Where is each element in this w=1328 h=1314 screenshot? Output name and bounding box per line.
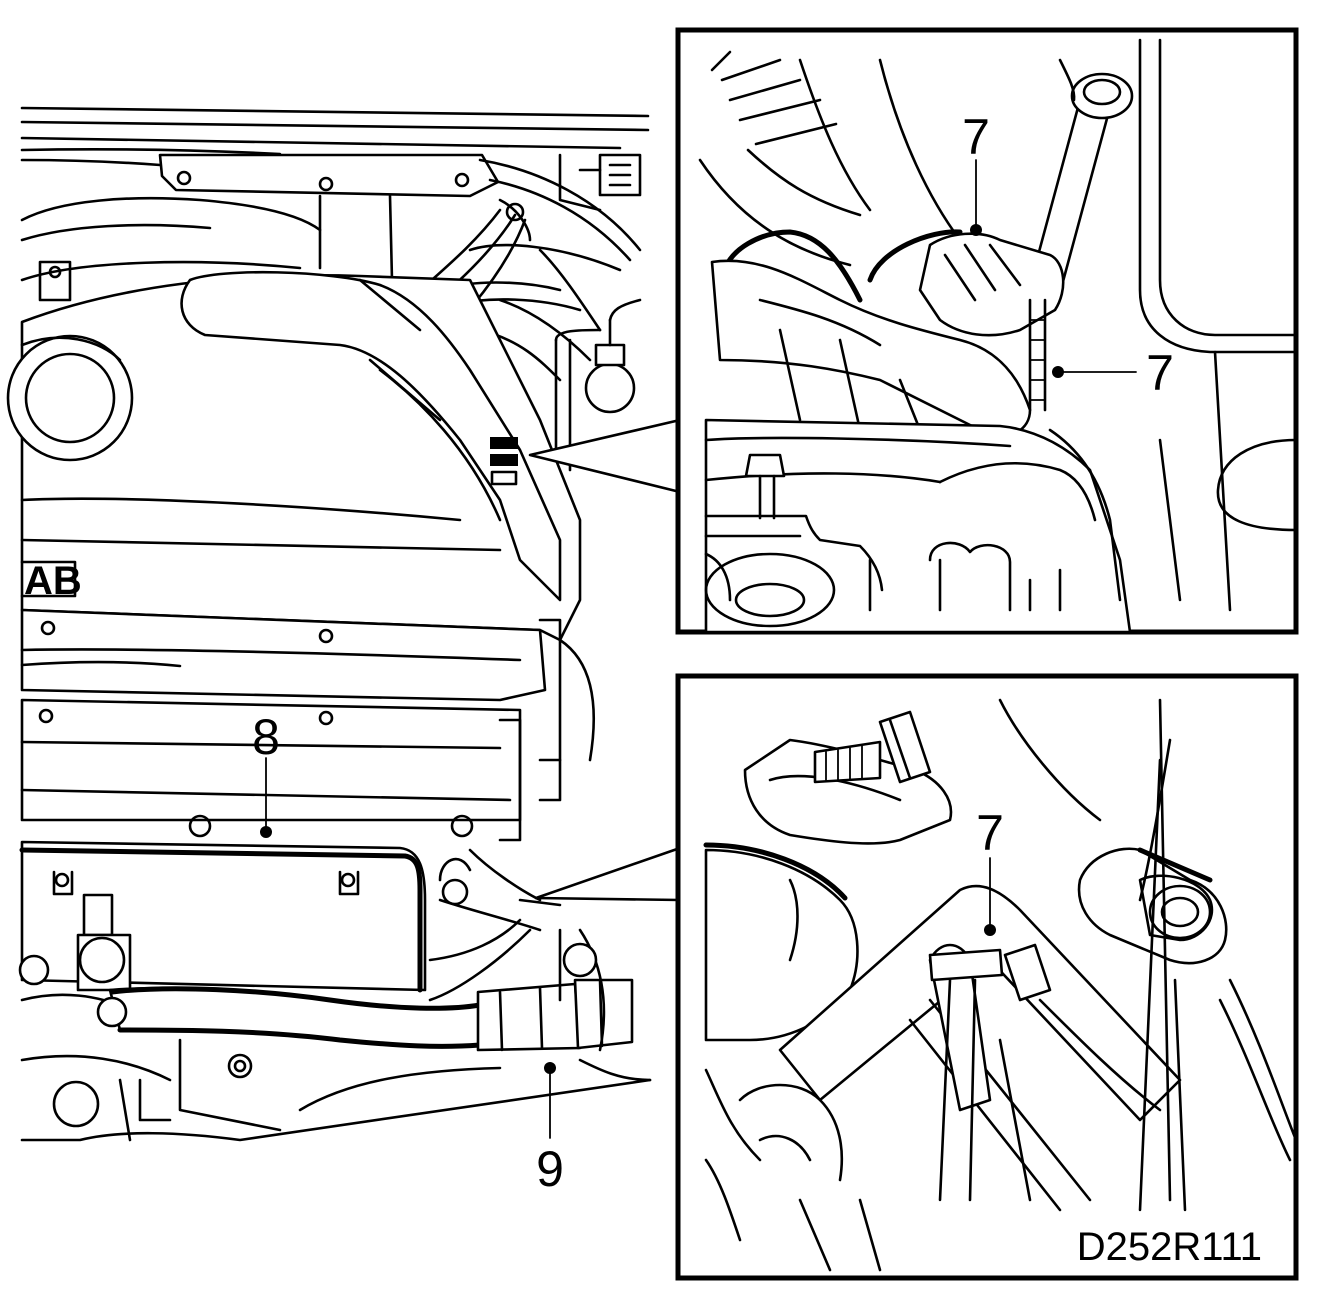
- inset-top-drawing: [698, 38, 1298, 634]
- callout-7-bottom: 7: [976, 805, 1004, 861]
- left-structure: [20, 196, 322, 302]
- engine-cover: [6, 270, 582, 642]
- bonnet-edges: [20, 106, 650, 167]
- inset-pointers: [528, 418, 682, 902]
- inset-top-leaders: [970, 159, 1137, 378]
- callout-7-top: 7: [962, 109, 990, 165]
- main-engine-view: AB: [6, 106, 652, 1197]
- callout-9: 9: [536, 1141, 564, 1197]
- lower-engine-area: [20, 848, 652, 1142]
- logo-text: AB: [24, 559, 82, 603]
- inset-bottom: 7 D252R111: [675, 673, 1299, 1281]
- logo-strip: AB: [20, 559, 82, 603]
- callout-8: 8: [252, 709, 280, 765]
- coolant-hose: [96, 978, 634, 1052]
- sensor-connector: [18, 893, 132, 1012]
- cam-cover: [20, 608, 596, 842]
- inset-bottom-leaders: [984, 857, 996, 936]
- inset-bottom-drawing: [703, 698, 1298, 1272]
- inset-top: 7 7: [675, 27, 1299, 635]
- bracket-bar: [158, 153, 500, 282]
- callout-7-right: 7: [1146, 345, 1174, 401]
- main-leaders: [260, 757, 556, 1139]
- figure-code: D252R111: [1077, 1225, 1262, 1269]
